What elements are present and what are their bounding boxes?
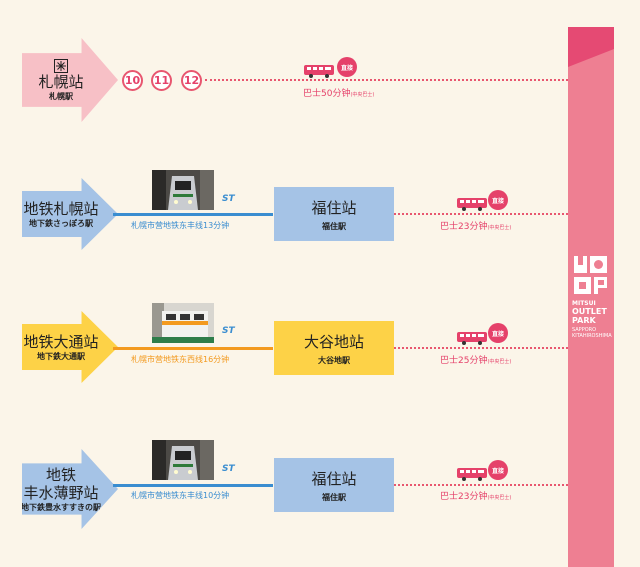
bus-icon: [457, 468, 487, 481]
station-name: 福住站: [311, 469, 357, 488]
subway-train-image: [152, 170, 214, 210]
st-logo-icon: ST: [222, 464, 235, 474]
origin-name: 地铁: [45, 465, 76, 484]
subway-train-image: [152, 440, 214, 480]
origin-name: 地铁札幌站: [23, 199, 99, 218]
origin-name-jp: 地下鉄さっぽろ駅: [29, 218, 93, 228]
mall-banner: MITSUI OUTLET PARK SAPPORO KITAHIROSHIMA: [568, 27, 614, 567]
mall-banner-top-stripe: [568, 27, 614, 67]
origin-subway-hosui-susukino: 地铁 丰水薄野站 地下鉄豊水すすきの駅: [22, 449, 118, 529]
bus-duration: 巴士25分钟(中央巴士): [440, 356, 512, 366]
direct-badge: 直接: [337, 57, 357, 77]
station-oyachi: 大谷地站 大谷地駅: [274, 321, 394, 375]
origin-name: 札幌站: [38, 72, 84, 91]
bus-duration: 巴士23分钟(中央巴士): [440, 222, 512, 232]
bus-route-line: [205, 79, 568, 81]
subway-line-tozai: [113, 347, 273, 350]
origin-name-jp: 地下鉄豊水すすきの駅: [21, 502, 101, 512]
station-fukuzumi: 福住站 福住駅: [274, 458, 394, 512]
subway-line-label: 札幌市营地铁东丰线10分钟: [131, 491, 230, 500]
station-fukuzumi: 福住站 福住駅: [274, 187, 394, 241]
mall-brand-outlet: OUTLET: [572, 307, 607, 316]
mitsui-outlet-park-logo-icon: [574, 256, 607, 294]
origin-name-jp: 札幌駅: [49, 91, 73, 101]
origin-sapporo-station: 札幌站 札幌駅: [22, 38, 118, 122]
bus-stop-number: 11: [151, 70, 172, 91]
bus-icon: [457, 198, 487, 211]
station-name-jp: 福住駅: [322, 221, 346, 231]
bus-duration: 巴士50分钟(中央巴士): [303, 89, 375, 99]
bus-route-line: [394, 484, 568, 486]
subway-train-image: [152, 303, 214, 343]
direct-badge: 直接: [488, 460, 508, 480]
mall-brand-park: PARK: [572, 316, 596, 325]
origin-name: 地铁大通站: [23, 332, 99, 351]
origin-name: 丰水薄野站: [23, 483, 99, 502]
mall-location-1: SAPPORO: [572, 327, 597, 333]
origin-subway-sapporo: 地铁札幌站 地下鉄さっぽろ駅: [22, 178, 118, 250]
direct-badge: 直接: [488, 190, 508, 210]
subway-line-toho: [113, 213, 273, 216]
st-logo-icon: ST: [222, 326, 235, 336]
station-name-jp: 福住駅: [322, 492, 346, 502]
jr-station-icon: [54, 58, 68, 73]
station-name: 福住站: [311, 198, 357, 217]
subway-line-label: 札幌市营地铁东丰线13分钟: [131, 221, 230, 230]
subway-line-toho: [113, 484, 273, 487]
bus-icon: [304, 65, 334, 78]
st-logo-icon: ST: [222, 194, 235, 204]
mall-brand-mitsui: MITSUI: [572, 300, 596, 307]
bus-stop-number: 12: [181, 70, 202, 91]
station-name: 大谷地站: [303, 332, 364, 351]
subway-line-label: 札幌市营地铁东西线16分钟: [131, 355, 230, 364]
bus-route-line: [394, 213, 568, 215]
origin-name-jp: 地下鉄大通駅: [37, 351, 85, 361]
direct-badge: 直接: [488, 323, 508, 343]
mall-location-2: KITAHIROSHIMA: [572, 333, 612, 339]
origin-subway-odori: 地铁大通站 地下鉄大通駅: [22, 311, 118, 383]
bus-stop-number: 10: [122, 70, 143, 91]
bus-icon: [457, 332, 487, 345]
bus-duration: 巴士23分钟(中央巴士): [440, 492, 512, 502]
bus-route-line: [394, 347, 568, 349]
station-name-jp: 大谷地駅: [318, 355, 350, 365]
